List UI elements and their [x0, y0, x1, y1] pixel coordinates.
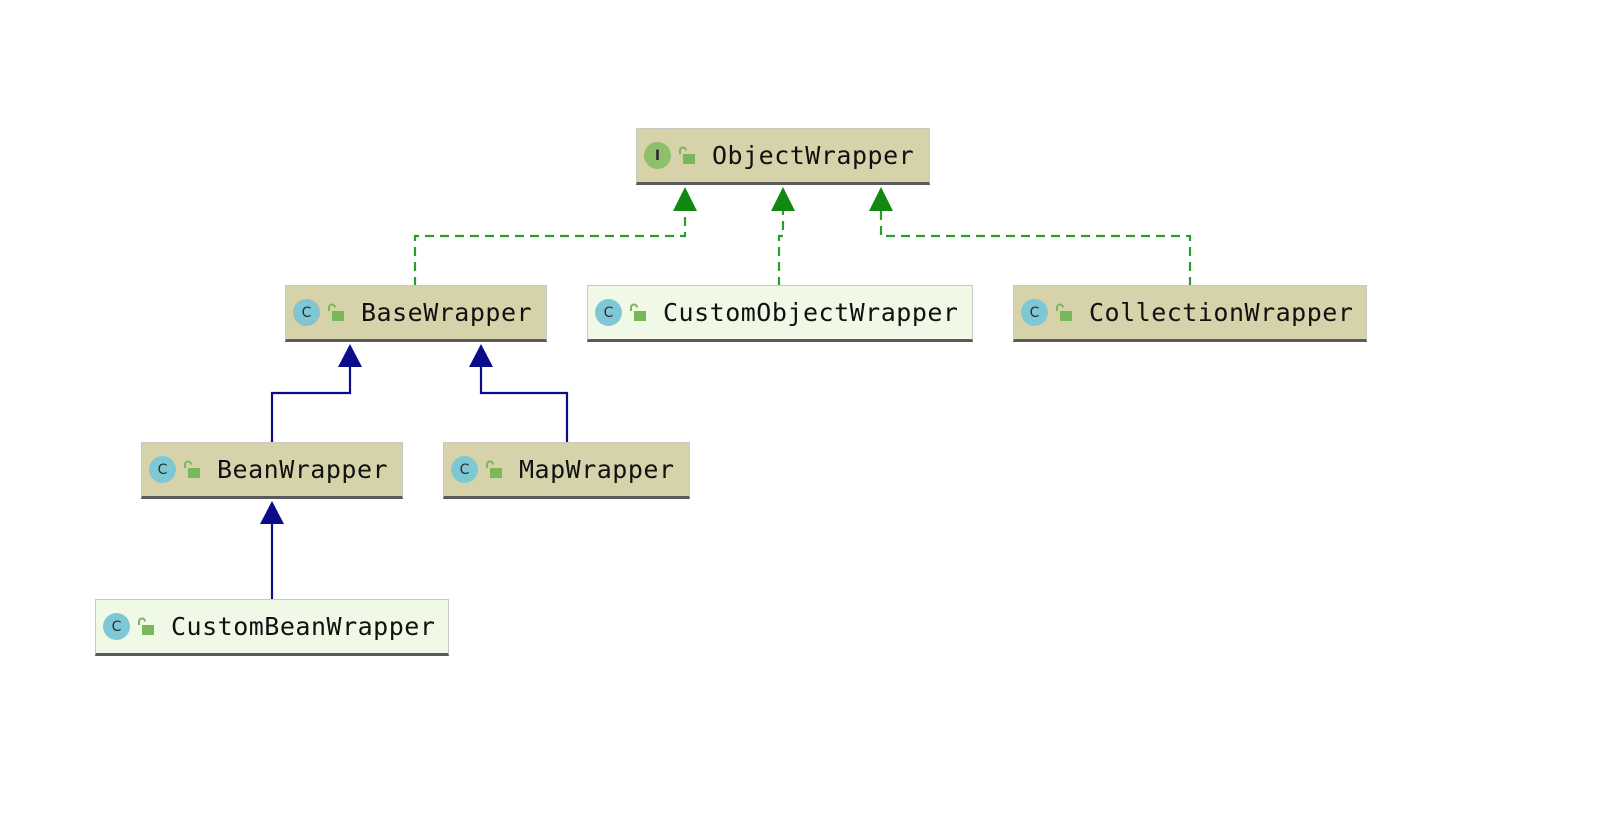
class-icon: C	[149, 456, 176, 483]
edge-customobjectwrapper-implements-objectwrapper	[771, 187, 795, 286]
class-icon: C	[595, 299, 622, 326]
node-label: ObjectWrapper	[712, 141, 915, 170]
unlocked-lock-icon	[630, 303, 646, 321]
unlocked-lock-icon	[486, 460, 502, 478]
node-basewrapper[interactable]: C BaseWrapper	[285, 285, 547, 342]
unlocked-lock-icon	[138, 617, 154, 635]
node-label: BaseWrapper	[361, 298, 533, 327]
node-label: CollectionWrapper	[1089, 298, 1354, 327]
node-beanwrapper[interactable]: C BeanWrapper	[141, 442, 403, 499]
node-collectionwrapper[interactable]: C CollectionWrapper	[1013, 285, 1367, 342]
realization-arrowhead	[771, 187, 795, 211]
realization-arrowhead	[869, 187, 893, 211]
node-label: CustomObjectWrapper	[663, 298, 959, 327]
class-icon: C	[451, 456, 478, 483]
node-label: MapWrapper	[519, 455, 675, 484]
unlocked-lock-icon	[679, 146, 695, 164]
node-objectwrapper[interactable]: I ObjectWrapper	[636, 128, 930, 185]
node-customobjectwrapper[interactable]: C CustomObjectWrapper	[587, 285, 973, 342]
node-mapwrapper[interactable]: C MapWrapper	[443, 442, 690, 499]
node-custombeanwrapper[interactable]: C CustomBeanWrapper	[95, 599, 449, 656]
edge-custombeanwrapper-extends-beanwrapper	[260, 501, 284, 600]
unlocked-lock-icon	[328, 303, 344, 321]
inheritance-arrowhead	[338, 344, 362, 367]
edge-collectionwrapper-implements-objectwrapper	[869, 187, 1192, 286]
interface-icon: I	[644, 142, 671, 169]
class-icon: C	[1021, 299, 1048, 326]
node-label: CustomBeanWrapper	[171, 612, 436, 641]
inheritance-arrowhead	[469, 344, 493, 367]
unlocked-lock-icon	[184, 460, 200, 478]
unlocked-lock-icon	[1056, 303, 1072, 321]
class-icon: C	[103, 613, 130, 640]
node-label: BeanWrapper	[217, 455, 389, 484]
abstract-class-icon: C	[293, 299, 320, 326]
inheritance-arrowhead	[260, 501, 284, 524]
edge-basewrapper-implements-objectwrapper	[413, 187, 697, 286]
realization-arrowhead	[673, 187, 697, 211]
edge-mapwrapper-extends-basewrapper	[469, 344, 569, 443]
edge-beanwrapper-extends-basewrapper	[270, 344, 362, 443]
